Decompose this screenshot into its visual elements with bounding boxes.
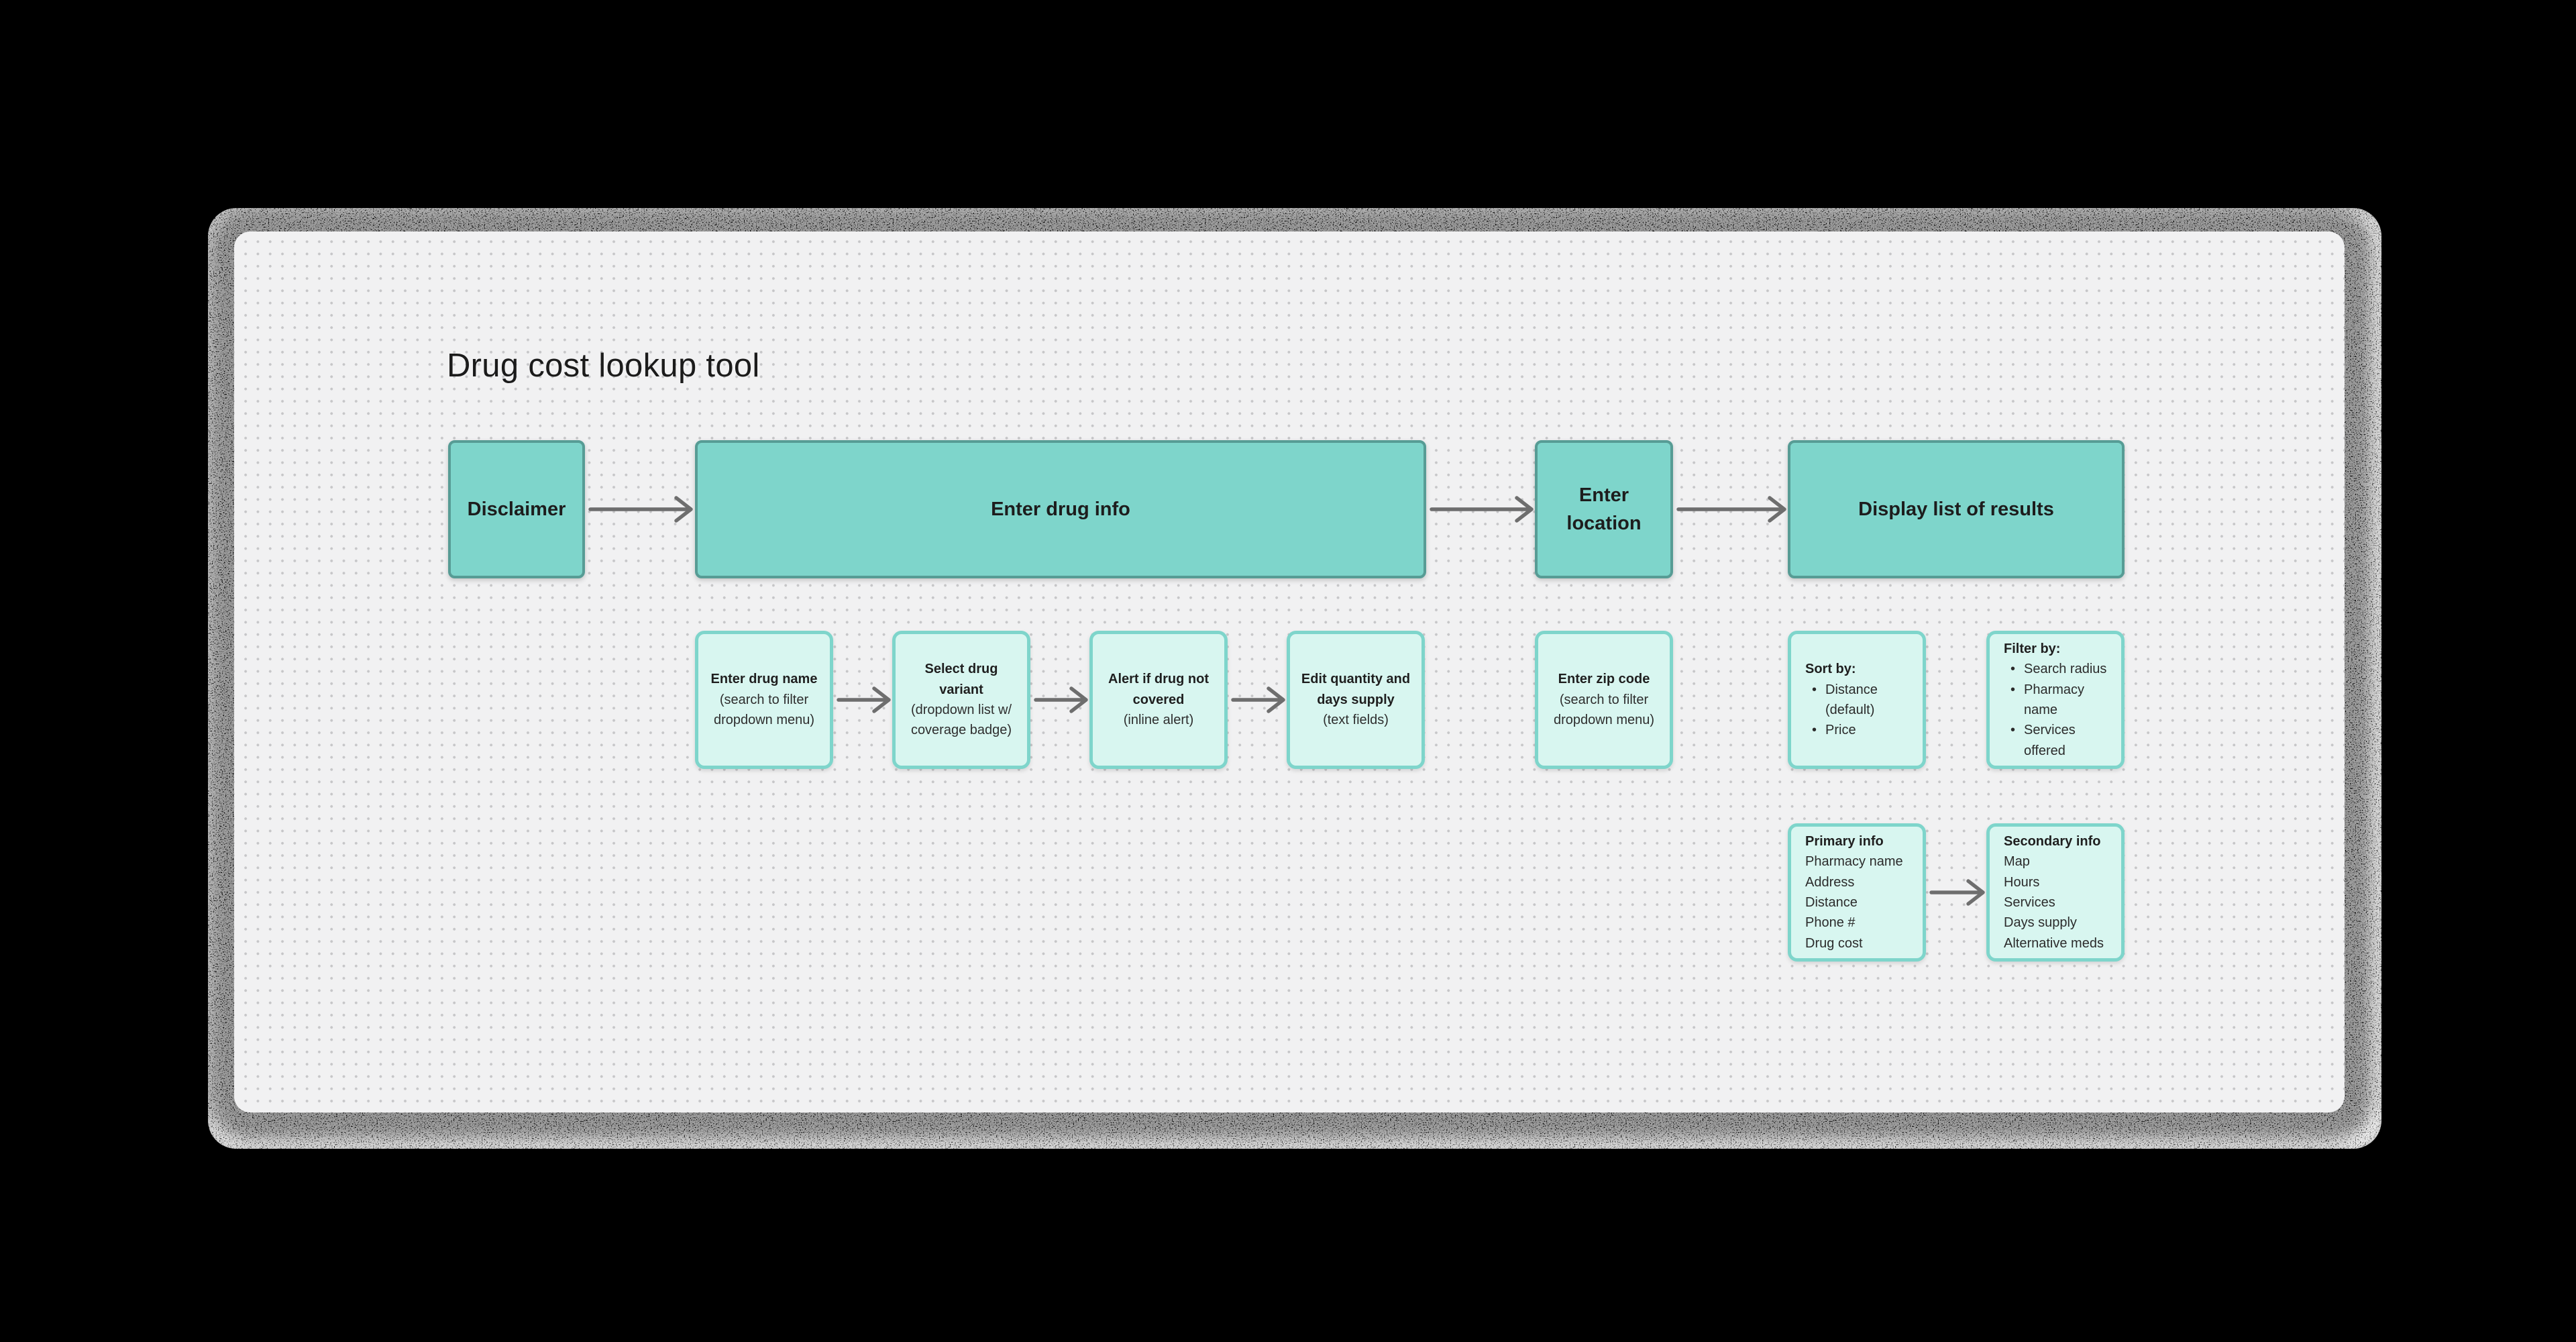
step-enter-drug-name[interactable]: Enter drug name (search to filter dropdo… xyxy=(695,631,833,769)
list-item: Phone # xyxy=(1805,915,1856,931)
step-title: Select drug variant xyxy=(924,662,998,697)
step-title: Edit quantity and days supply xyxy=(1301,672,1411,707)
step-select-drug-variant[interactable]: Select drug variant (dropdown list w/ co… xyxy=(892,631,1030,769)
list-item: Drug cost xyxy=(1805,935,1863,951)
list-item: Hours xyxy=(2004,874,2040,890)
flow-node-enter-location[interactable]: Enter location xyxy=(1535,440,1673,578)
list-item: Pharmacy name xyxy=(1805,854,1903,870)
filter-by-card[interactable]: Filter by: Search radiusPharmacy nameSer… xyxy=(1986,631,2125,769)
list-item: Price xyxy=(1805,720,1914,741)
card-heading: Filter by: xyxy=(2004,641,2061,656)
step-detail: (search to filter dropdown menu) xyxy=(1553,692,1655,728)
step-detail: (inline alert) xyxy=(1123,713,1194,728)
flow-node-label: Enter drug info xyxy=(991,498,1130,520)
step-detail: (dropdown list w/ coverage badge) xyxy=(910,703,1012,738)
flow-node-display-results[interactable]: Display list of results xyxy=(1788,440,2125,578)
list-item: Services offered xyxy=(2004,720,2112,761)
list-item: Search radius xyxy=(2004,659,2112,680)
card-heading: Secondary info xyxy=(2004,833,2101,849)
flow-node-enter-drug-info[interactable]: Enter drug info xyxy=(695,440,1426,578)
list-item: Days supply xyxy=(2004,915,2077,931)
step-detail: (search to filter dropdown menu) xyxy=(713,692,815,728)
flow-node-disclaimer[interactable]: Disclaimer xyxy=(448,440,585,578)
step-title: Alert if drug not covered xyxy=(1108,672,1209,707)
sort-by-list: Distance (default)Price xyxy=(1791,680,1923,741)
list-item: Map xyxy=(2004,854,2030,870)
page-title[interactable]: Drug cost lookup tool xyxy=(447,348,760,384)
list-item: Distance xyxy=(1805,895,1858,910)
card-heading: Primary info xyxy=(1805,833,1884,849)
card-heading: Sort by: xyxy=(1805,662,1856,677)
list-item: Alternative meds xyxy=(2004,935,2104,951)
step-alert-not-covered[interactable]: Alert if drug not covered (inline alert) xyxy=(1089,631,1228,769)
flow-node-label: Display list of results xyxy=(1858,498,2054,520)
step-detail: (text fields) xyxy=(1323,713,1389,728)
step-edit-quantity[interactable]: Edit quantity and days supply (text fiel… xyxy=(1287,631,1425,769)
list-item: Services xyxy=(2004,895,2055,910)
list-item: Address xyxy=(1805,874,1855,890)
list-item: Distance (default) xyxy=(1805,680,1914,721)
flow-node-label: Disclaimer xyxy=(467,498,566,520)
flow-node-label: Enter location xyxy=(1566,484,1642,534)
sort-by-card[interactable]: Sort by: Distance (default)Price xyxy=(1788,631,1926,769)
filter-by-list: Search radiusPharmacy nameServices offer… xyxy=(1990,659,2121,761)
step-enter-zip-code[interactable]: Enter zip code (search to filter dropdow… xyxy=(1535,631,1673,769)
list-item: Pharmacy name xyxy=(2004,680,2112,721)
step-title: Enter drug name xyxy=(710,672,818,687)
step-title: Enter zip code xyxy=(1558,672,1650,687)
